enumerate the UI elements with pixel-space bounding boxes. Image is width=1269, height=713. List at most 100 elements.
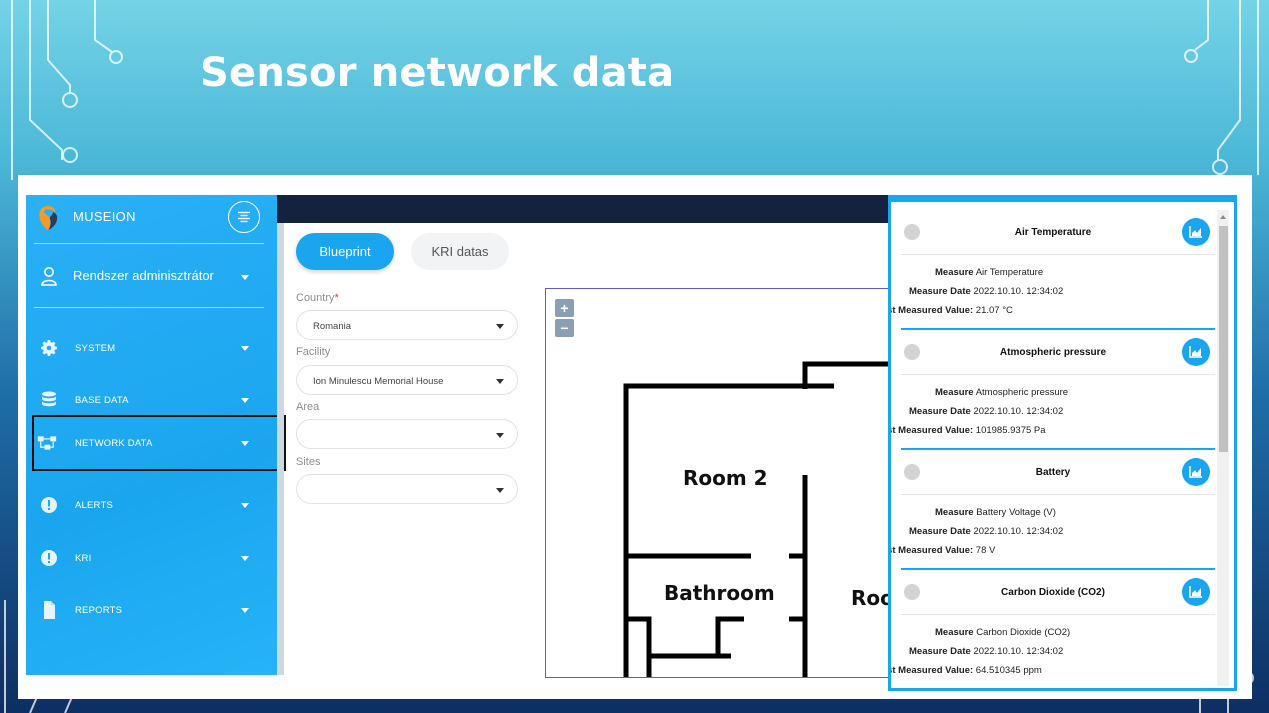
chevron-down-icon — [241, 398, 249, 403]
room-label: Room 2 — [683, 466, 768, 490]
measure-row: Measure Air Temperature — [935, 267, 1043, 278]
country-value: Romania — [313, 321, 352, 332]
measure-value: Air Temperature — [975, 267, 1044, 278]
required-marker: * — [334, 292, 339, 304]
last-value: 21.07 °C — [975, 305, 1013, 316]
area-chart-icon — [1189, 226, 1202, 238]
area-label: Area — [296, 401, 320, 413]
sensor-title: Carbon Dioxide (CO2) — [1001, 587, 1105, 598]
chevron-down-icon — [496, 488, 504, 493]
measure-key: Measure — [935, 507, 974, 518]
menu-toggle-button[interactable] — [228, 201, 260, 233]
chevron-down-icon — [496, 379, 504, 384]
sensor-card: Air Temperature Measure Air Temperature … — [891, 210, 1215, 330]
sidebar-item-base-data[interactable]: BASE DATA — [26, 380, 277, 420]
sensor-status-icon — [904, 224, 920, 240]
measure-row: Measure Atmospheric pressure — [935, 387, 1068, 398]
date-row: Measure Date 2022.10.10. 12:34:02 — [909, 406, 1063, 417]
sidebar-item-system[interactable]: SYSTEM — [26, 328, 277, 368]
scrollbar-thumb[interactable] — [1219, 226, 1228, 452]
alert-icon — [41, 497, 57, 513]
tab-blueprint[interactable]: Blueprint — [296, 233, 394, 270]
sidebar-item-alerts[interactable]: ALERTS — [26, 485, 277, 525]
date-key: Measure Date — [909, 646, 971, 657]
room-label: Roo — [851, 586, 894, 610]
app-screenshot: MUSEION Rendszer adminisztrátor SYSTEM — [18, 175, 1252, 699]
sidebar-item-label: NETWORK DATA — [75, 438, 153, 449]
sidebar-item-kri[interactable]: KRI — [26, 538, 277, 578]
date-key: Measure Date — [909, 406, 971, 417]
measure-value: Carbon Dioxide (CO2) — [976, 627, 1071, 638]
sidebar-item-label: REPORTS — [75, 605, 123, 616]
last-value-key: Last Measured Value: — [891, 305, 974, 316]
blueprint-map[interactable]: + − Room 2 Bathroom Roo — [545, 288, 905, 678]
date-row: Measure Date 2022.10.10. 12:34:02 — [909, 646, 1063, 657]
alert-icon — [41, 550, 57, 566]
card-divider — [901, 614, 1215, 615]
sensor-status-icon — [904, 584, 920, 600]
measure-value: Battery Voltage (V) — [976, 507, 1056, 518]
sensor-title: Atmospheric pressure — [999, 347, 1107, 358]
user-menu[interactable]: Rendszer adminisztrátor — [26, 261, 277, 291]
sensor-title: Air Temperature — [1014, 227, 1092, 238]
sidebar-item-label: SYSTEM — [75, 343, 116, 354]
chevron-down-icon — [496, 324, 504, 329]
card-divider — [901, 254, 1215, 255]
chart-button[interactable] — [1182, 218, 1210, 246]
country-label: Country* — [296, 292, 339, 304]
country-select[interactable]: Romania — [296, 310, 518, 340]
chevron-down-icon — [241, 346, 249, 351]
chart-button[interactable] — [1182, 338, 1210, 366]
slide-title: Sensor network data — [200, 50, 675, 96]
database-icon — [42, 391, 56, 407]
network-icon — [37, 436, 57, 450]
sensor-panel: Air Temperature Measure Air Temperature … — [888, 195, 1237, 691]
chart-button[interactable] — [1182, 578, 1210, 606]
last-value: 64.510345 ppm — [975, 665, 1042, 676]
sensor-card: Atmospheric pressure Measure Atmospheric… — [891, 330, 1215, 450]
last-value-row: Last Measured Value: 21.07 °C — [891, 305, 1013, 316]
area-chart-icon — [1189, 346, 1202, 358]
last-value-key: Last Measured Value: — [891, 425, 974, 436]
date-value: 2022.10.10. 12:34:02 — [973, 406, 1064, 417]
sensor-title: Battery — [1035, 467, 1071, 478]
last-value-key: Last Measured Value: — [891, 665, 974, 676]
sites-label: Sites — [296, 456, 321, 468]
zoom-out-button[interactable]: − — [555, 319, 574, 337]
brand: MUSEION — [26, 195, 277, 241]
room-label: Bathroom — [664, 581, 775, 605]
date-value: 2022.10.10. 12:34:02 — [973, 286, 1064, 297]
sensor-status-icon — [904, 344, 920, 360]
sensor-card: Battery Measure Battery Voltage (V) Meas… — [891, 450, 1215, 570]
sites-select[interactable] — [296, 474, 518, 504]
last-value: 78 V — [975, 545, 996, 556]
chevron-down-icon — [496, 433, 504, 438]
date-key: Measure Date — [909, 526, 971, 537]
date-key: Measure Date — [909, 286, 971, 297]
tab-kri-datas[interactable]: KRI datas — [411, 233, 509, 270]
last-value: 101985.9375 Pa — [975, 425, 1046, 436]
scroll-up-icon[interactable] — [1220, 215, 1226, 219]
date-row: Measure Date 2022.10.10. 12:34:02 — [909, 526, 1063, 537]
date-value: 2022.10.10. 12:34:02 — [973, 646, 1064, 657]
area-select[interactable] — [296, 419, 518, 449]
chevron-down-icon — [241, 275, 249, 280]
gear-icon — [41, 340, 57, 356]
sidebar-item-label: ALERTS — [75, 500, 113, 511]
facility-select[interactable]: Ion Minulescu Memorial House — [296, 365, 518, 395]
chart-button[interactable] — [1182, 458, 1210, 486]
sidebar-edge — [277, 195, 284, 675]
card-divider — [901, 494, 1215, 495]
sidebar-item-network-data[interactable]: NETWORK DATA — [32, 415, 286, 471]
country-label-text: Country — [296, 292, 335, 304]
sidebar-item-reports[interactable]: REPORTS — [26, 590, 277, 630]
sidebar-divider — [34, 307, 264, 308]
sensor-card: Carbon Dioxide (CO2) Measure Carbon Diox… — [891, 570, 1215, 688]
zoom-in-button[interactable]: + — [555, 299, 574, 317]
sidebar-item-label: KRI — [75, 553, 92, 564]
chevron-down-icon — [241, 556, 249, 561]
measure-key: Measure — [935, 267, 974, 278]
area-chart-icon — [1189, 586, 1202, 598]
measure-key: Measure — [935, 387, 974, 398]
measure-key: Measure — [935, 627, 974, 638]
